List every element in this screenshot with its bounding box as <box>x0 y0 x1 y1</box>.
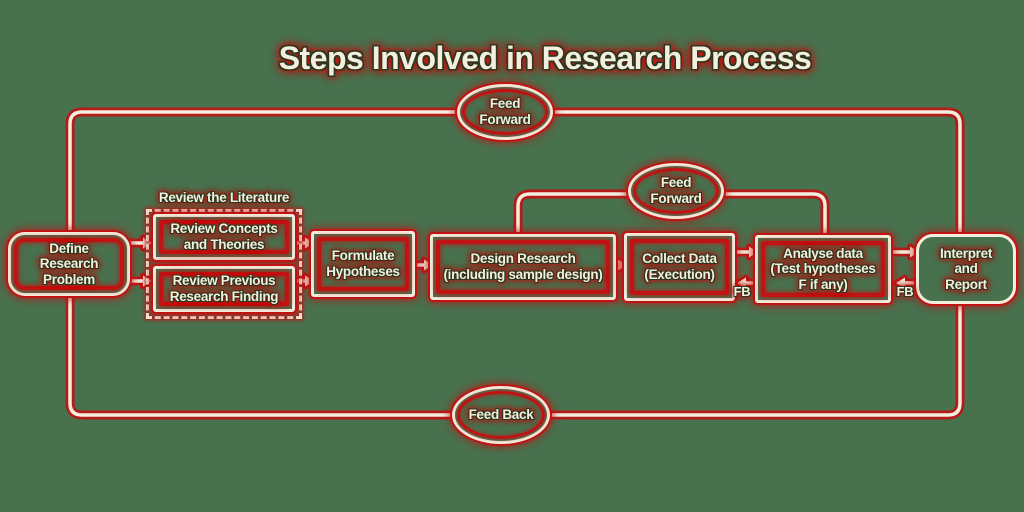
node-review-concepts-frame: Review Concepts and Theories <box>159 220 289 254</box>
node-design-research-label: Design Research (including sample design… <box>443 251 603 282</box>
node-define-research-problem-label: Define Research Problem <box>39 240 99 287</box>
node-design-research: Design Research (including sample design… <box>430 234 616 300</box>
feed-back-ellipse: Feed Back <box>452 386 550 444</box>
node-analyse-data-label: Analyse data (Test hypotheses F if any) <box>770 245 876 292</box>
feed-forward-outer-ellipse-frame: Feed Forward <box>462 89 548 135</box>
feed-back-label: Feed Back <box>468 407 534 423</box>
node-analyse-data-frame: Analyse data (Test hypotheses F if any) <box>761 241 885 297</box>
feed-forward-inner-ellipse-frame: Feed Forward <box>633 168 719 214</box>
arrow-collect-to-analyse-head <box>749 246 758 258</box>
node-review-previous: Review Previous Research Finding <box>153 266 295 312</box>
arrow-analyse-to-collect-fb-head <box>737 277 746 289</box>
node-formulate-hypotheses-frame: Formulate Hypotheses <box>317 237 409 291</box>
node-collect-data: Collect Data (Execution) <box>624 233 735 301</box>
fb-label-interpret: FB <box>896 284 914 299</box>
node-formulate-hypotheses: Formulate Hypotheses <box>311 231 415 297</box>
arrow-analyse-to-interpret-head <box>910 246 919 258</box>
node-review-concepts-label: Review Concepts and Theories <box>170 221 278 252</box>
node-interpret-report: Interpret and Report <box>916 234 1016 304</box>
node-review-concepts: Review Concepts and Theories <box>153 214 295 260</box>
arrow-formulate-to-design-head <box>424 259 433 271</box>
literature-group-container <box>146 209 302 319</box>
literature-group-label: Review the Literature <box>158 190 290 205</box>
arrow-concepts-to-formulate-head <box>305 237 314 249</box>
node-analyse-data: Analyse data (Test hypotheses F if any) <box>755 235 891 303</box>
feed-back-ellipse-frame: Feed Back <box>457 391 545 439</box>
feed-forward-outer-ellipse: Feed Forward <box>457 84 553 140</box>
node-collect-data-label: Collect Data (Execution) <box>642 251 717 282</box>
feed-forward-inner-label: Feed Forward <box>650 175 702 206</box>
node-define-research-problem-frame: Define Research Problem <box>14 238 124 290</box>
node-review-previous-label: Review Previous Research Finding <box>169 273 279 304</box>
node-review-previous-frame: Review Previous Research Finding <box>159 272 289 306</box>
fb-label-collect: FB <box>733 284 751 299</box>
feed-forward-inner-ellipse: Feed Forward <box>628 163 724 219</box>
node-define-research-problem: Define Research Problem <box>8 232 130 296</box>
node-formulate-hypotheses-label: Formulate Hypotheses <box>326 248 400 279</box>
node-collect-data-frame: Collect Data (Execution) <box>630 239 729 295</box>
arrow-design-to-collect-head <box>618 259 627 271</box>
feed-forward-outer-label: Feed Forward <box>479 96 531 127</box>
diagram-title: Steps Involved in Research Process <box>278 40 812 76</box>
arrow-interpret-to-analyse-fb-head <box>896 277 905 289</box>
arrow-previous-to-formulate-head <box>305 275 314 287</box>
node-interpret-report-label: Interpret and Report <box>939 245 993 292</box>
node-interpret-report-frame: Interpret and Report <box>922 240 1010 298</box>
node-design-research-frame: Design Research (including sample design… <box>436 240 610 294</box>
